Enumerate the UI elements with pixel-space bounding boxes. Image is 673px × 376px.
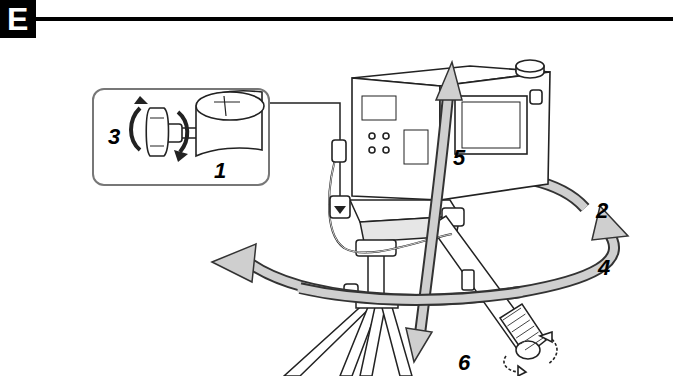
callout-number: 4	[598, 257, 610, 279]
callout-number: 2	[596, 200, 608, 222]
header-rule	[30, 17, 673, 21]
callout-number: 5	[453, 147, 465, 169]
callout-number: 1	[214, 160, 226, 182]
inset-box: 31	[92, 88, 270, 186]
tilt-arrow	[406, 62, 462, 362]
grip-knurling	[503, 308, 543, 350]
twist-arrows	[504, 332, 557, 376]
callout-number: 3	[108, 126, 120, 148]
pan-rotation-arrow-front-fill	[298, 288, 522, 300]
tripod-head	[350, 200, 546, 359]
section-badge: E	[0, 0, 36, 38]
inset-detail	[131, 91, 264, 162]
callout-number: 6	[458, 352, 470, 374]
knurl-line	[525, 338, 543, 350]
section-letter: E	[7, 3, 28, 35]
